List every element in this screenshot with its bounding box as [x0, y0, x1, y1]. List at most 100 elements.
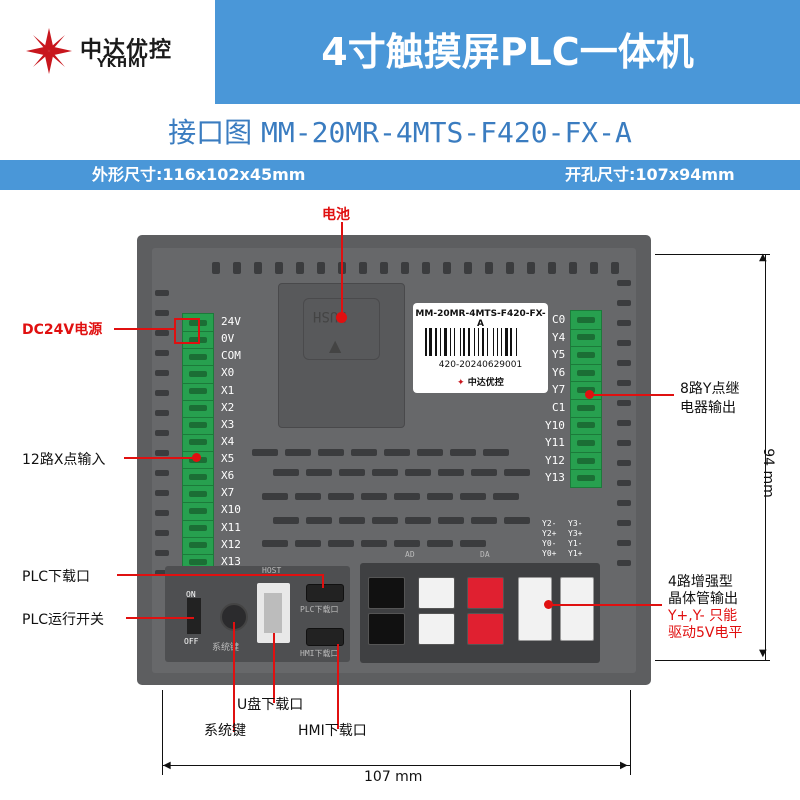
right-terminal-label: Y5	[552, 348, 566, 362]
connector-port[interactable]	[467, 613, 504, 645]
terminal-screw-icon	[189, 388, 207, 395]
transistor-connector[interactable]	[518, 577, 552, 641]
plc-run-switch[interactable]	[187, 598, 201, 634]
terminal-screw-icon	[577, 316, 595, 323]
side-vent-slot	[155, 490, 169, 496]
side-vent-slot	[155, 310, 169, 316]
side-vent-slot	[155, 510, 169, 516]
side-vent-slot	[155, 350, 169, 356]
barcode-bar	[443, 328, 447, 356]
terminal-screw-icon	[577, 404, 595, 411]
usb-callout: U盘下载口	[237, 697, 304, 713]
switch-off-label: OFF	[184, 637, 199, 646]
transistor-callout-2: 晶体管输出	[668, 591, 738, 607]
left-terminal-cell	[183, 502, 213, 521]
connector-port[interactable]	[418, 577, 455, 609]
side-vent-slot	[617, 360, 631, 366]
connector-port[interactable]	[418, 613, 455, 645]
barcode-bar	[425, 328, 427, 356]
hmi-download-port[interactable]	[306, 628, 344, 646]
center-vent-slot	[417, 449, 443, 456]
center-vent-slot	[460, 540, 486, 547]
right-terminal-label: C0	[552, 313, 566, 326]
top-vent-slot	[212, 262, 220, 274]
width-label: 107 mm	[364, 769, 423, 785]
side-vent-slot	[155, 470, 169, 476]
right-terminal-label: C1	[552, 401, 566, 414]
side-vent-slot	[617, 480, 631, 486]
terminal-screw-icon	[189, 525, 207, 532]
height-label: 94 mm	[759, 448, 776, 498]
left-terminal-label: COM	[221, 349, 241, 363]
plc-download-port[interactable]	[306, 584, 344, 602]
barcode-bar	[467, 328, 470, 356]
battery-arrow-icon: ▲	[329, 336, 342, 355]
battery-dot	[336, 312, 347, 323]
terminal-screw-icon	[577, 369, 595, 376]
side-vent-slot	[155, 370, 169, 376]
barcode-bar	[463, 328, 466, 356]
dc24v-callout: DC24V电源	[22, 322, 103, 338]
y-pins-left: Y2- Y2+ Y0- Y0+	[542, 519, 556, 559]
sticker-brand: ✦ 中达优控	[457, 375, 504, 388]
left-terminal-label: X6	[221, 469, 235, 483]
system-key-line	[233, 622, 235, 732]
center-vent-slot	[493, 493, 519, 500]
left-terminal-cell	[183, 537, 213, 555]
connector-port[interactable]	[368, 613, 405, 645]
top-vent-slot	[233, 262, 241, 274]
side-vent-slot	[617, 280, 631, 286]
left-terminal-label: X2	[221, 400, 235, 414]
plc-switch-callout: PLC运行开关	[22, 612, 105, 628]
top-vent-slot	[569, 262, 577, 274]
barcode	[425, 328, 537, 356]
center-vent-slot	[460, 493, 486, 500]
battery-callout: 电池	[322, 207, 350, 223]
center-vent-slot	[262, 493, 288, 500]
center-vent-slot	[273, 517, 299, 524]
usb-line	[273, 633, 275, 703]
terminal-screw-icon	[189, 439, 207, 446]
barcode-bar	[478, 328, 480, 356]
connector-port[interactable]	[368, 577, 405, 609]
barcode-bar	[429, 328, 433, 356]
barcode-bar	[504, 328, 508, 356]
center-vent-slot	[339, 469, 365, 476]
height-ext-bottom	[655, 660, 770, 661]
center-vent-slot	[285, 449, 311, 456]
connector-port[interactable]	[467, 577, 504, 609]
left-terminal-label: X7	[221, 486, 235, 500]
ad-label: AD	[405, 550, 415, 559]
y-pin: Y0-	[542, 539, 557, 548]
side-vent-slot	[617, 420, 631, 426]
terminal-screw-icon	[189, 353, 207, 360]
y-relay-callout-2: 电器输出	[680, 400, 736, 416]
right-terminal-cell	[571, 329, 601, 348]
height-ext-top	[655, 254, 770, 255]
center-vent-slot	[328, 493, 354, 500]
center-vent-slot	[384, 449, 410, 456]
center-vent-slot	[394, 493, 420, 500]
barcode-bar	[481, 328, 484, 356]
x-inputs-callout: 12路X点输入	[22, 452, 106, 468]
left-terminal-label: X0	[221, 366, 235, 380]
height-arrow-bottom-icon: ▼	[759, 648, 767, 659]
barcode-bar	[501, 328, 503, 356]
width-arrow-left-icon: ◀	[163, 760, 171, 771]
side-vent-slot	[617, 340, 631, 346]
plc-download-callout: PLC下载口	[22, 569, 91, 585]
subtitle: 接口图 MM-20MR-4MTS-F420-FX-A	[0, 110, 800, 156]
transistor-connector[interactable]	[560, 577, 594, 641]
sticker-model: MM-20MR-4MTS-F420-FX-A	[415, 309, 546, 329]
side-vent-slot	[155, 530, 169, 536]
side-vent-slot	[617, 500, 631, 506]
terminal-screw-icon	[577, 351, 595, 358]
barcode-bar	[492, 328, 494, 356]
width-ext-right	[630, 690, 631, 775]
side-vent-slot	[617, 560, 631, 566]
right-terminal-label: Y10	[545, 418, 565, 432]
side-vent-slot	[617, 400, 631, 406]
center-vent-slot	[372, 517, 398, 524]
transistor-callout-1: 4路增强型	[668, 574, 733, 590]
right-terminal-label: Y12	[545, 453, 565, 467]
